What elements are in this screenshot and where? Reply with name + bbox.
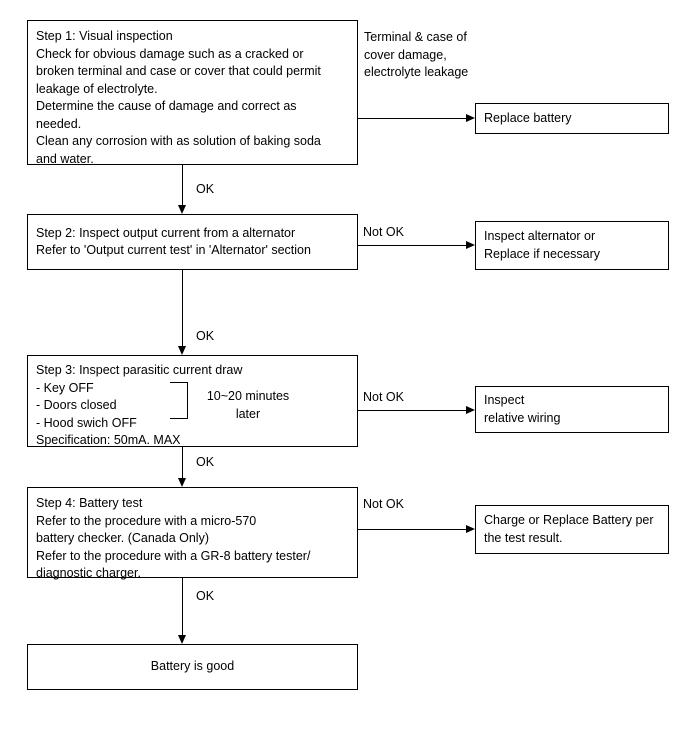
- node-step-2-text: Step 2: Inspect output current from a al…: [36, 225, 311, 258]
- node-step-3-parasitic-draw[interactable]: Step 3: Inspect parasitic current draw -…: [27, 355, 358, 447]
- arrowhead-inspect-alternator: [466, 240, 475, 249]
- node-inspect-alternator[interactable]: Inspect alternator or Replace if necessa…: [475, 221, 669, 270]
- node-step-3-items: - Key OFF - Doors closed - Hood swich OF…: [36, 380, 181, 448]
- edge-label-not-ok-2: Not OK: [363, 225, 404, 239]
- node-result-battery-is-good-text: Battery is good: [150, 659, 235, 674]
- node-step-4-text: Step 4: Battery test Refer to the proced…: [36, 496, 311, 580]
- edge-label-not-ok-4: Not OK: [363, 497, 404, 511]
- arrowhead-inspect-wiring: [466, 405, 475, 414]
- node-charge-or-replace-battery-text: Charge or Replace Battery per the test r…: [484, 513, 654, 545]
- arrowhead-result: [178, 635, 186, 644]
- edge-step2-to-step3: [182, 270, 183, 347]
- arrowhead-step4: [178, 478, 186, 487]
- arrowhead-charge-replace: [466, 524, 475, 533]
- node-replace-battery[interactable]: Replace battery: [475, 103, 669, 134]
- node-step-2-alternator-output[interactable]: Step 2: Inspect output current from a al…: [27, 214, 358, 270]
- edge-step3-to-step4: [182, 447, 183, 479]
- node-result-battery-is-good[interactable]: Battery is good: [27, 644, 358, 690]
- edge-step4-to-charge-replace: [358, 529, 468, 530]
- edge-step1-to-step2: [182, 165, 183, 206]
- edge-step2-to-inspect-alternator: [358, 245, 468, 246]
- edge-step1-to-replace-battery: [358, 118, 468, 119]
- edge-step4-to-result: [182, 578, 183, 636]
- node-step-1-text: Step 1: Visual inspection Check for obvi…: [36, 29, 321, 166]
- arrowhead-replace-battery: [466, 113, 475, 122]
- edge-step3-to-inspect-wiring: [358, 410, 468, 411]
- arrowhead-step3: [178, 346, 186, 355]
- edge-label-ok-2: OK: [196, 329, 215, 343]
- node-step-3-title: Step 3: Inspect parasitic current draw: [36, 363, 243, 377]
- node-step-1-visual-inspection[interactable]: Step 1: Visual inspection Check for obvi…: [27, 20, 358, 166]
- node-charge-or-replace-battery[interactable]: Charge or Replace Battery per the test r…: [475, 505, 669, 554]
- edge-label-ok-1: OK: [196, 182, 215, 196]
- edge-label-ok-3: OK: [196, 455, 215, 469]
- edge-label-not-ok-3: Not OK: [363, 390, 404, 404]
- node-step-4-battery-test[interactable]: Step 4: Battery test Refer to the proced…: [27, 487, 358, 580]
- edge-label-ok-4: OK: [196, 589, 215, 603]
- bracket-grouping-icon: [170, 382, 188, 419]
- annotation-step-1-condition: Terminal & case of cover damage, electro…: [364, 30, 469, 79]
- node-inspect-relative-wiring-text: Inspect relative wiring: [484, 393, 561, 425]
- node-inspect-relative-wiring[interactable]: Inspect relative wiring: [475, 386, 669, 433]
- node-step-3-delay-note: 10~20 minutes later: [206, 389, 290, 421]
- arrowhead-step2: [178, 205, 186, 214]
- node-replace-battery-text: Replace battery: [484, 110, 572, 125]
- node-inspect-alternator-text: Inspect alternator or Replace if necessa…: [484, 229, 601, 261]
